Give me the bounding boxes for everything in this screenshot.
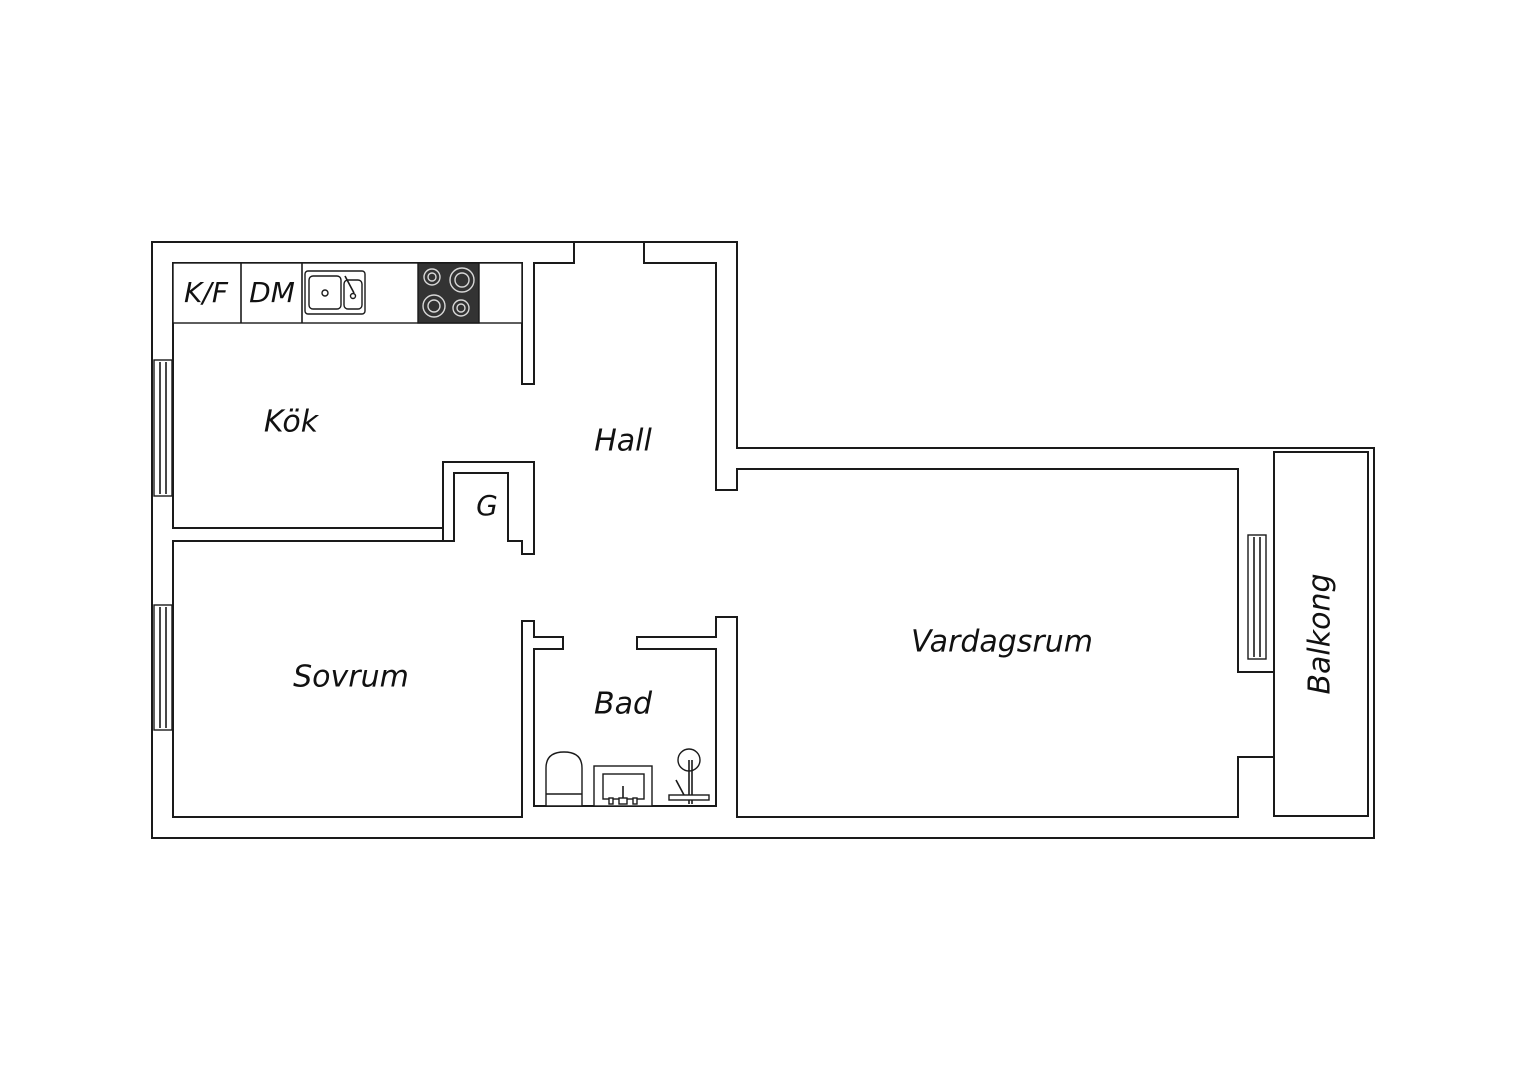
kitchen-window (153, 359, 173, 497)
bedroom-label: Sovrum (293, 660, 409, 695)
washbasin-icon (593, 765, 653, 807)
kitchen-counter: K/F DM (172, 262, 523, 324)
bathroom-label: Bad (594, 687, 653, 722)
living-room-label: Vardagsrum (911, 625, 1093, 660)
bathroom-fixtures (545, 748, 710, 807)
bedroom-window (153, 604, 173, 731)
wardrobe-label: G (476, 489, 498, 522)
kitchen-label: Kök (264, 405, 320, 440)
hall-label: Hall (594, 424, 652, 459)
shower-icon (668, 748, 710, 804)
walls (151, 241, 1375, 839)
balcony-label: Balkong (1303, 573, 1338, 694)
toilet-icon (545, 751, 583, 807)
fridge-freezer-label: K/F (184, 276, 229, 309)
kitchen-sink-icon (304, 270, 366, 315)
room-labels: Kök Hall G Sovrum Bad Vardagsrum Balkong (264, 405, 1338, 722)
cooktop-icon (417, 262, 480, 324)
windows (153, 359, 1267, 731)
balcony-area (1273, 451, 1369, 817)
kitchen-space (172, 241, 1275, 818)
living-room-window (1247, 534, 1267, 660)
dishwasher-label: DM (249, 276, 295, 309)
